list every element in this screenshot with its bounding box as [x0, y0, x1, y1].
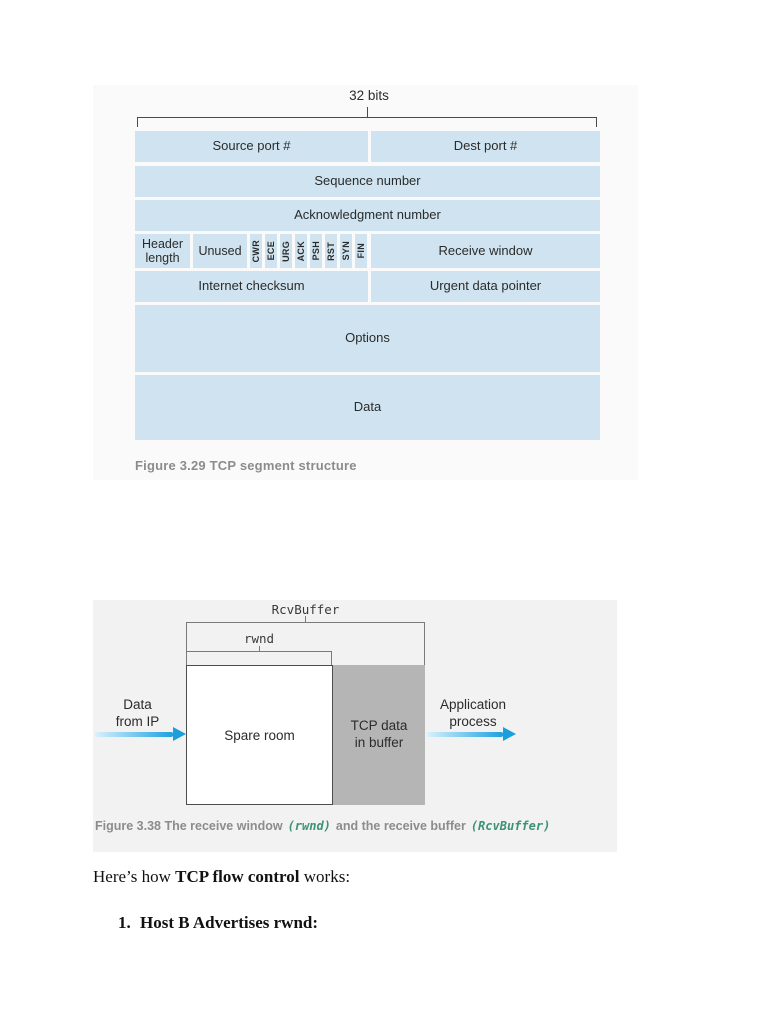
- flag-psh-label: PSH: [311, 241, 321, 261]
- field-header-length: Header length: [135, 234, 190, 268]
- flag-urg-label: URG: [281, 240, 291, 262]
- application-process-arrowhead-icon: [503, 727, 516, 741]
- field-source-port: Source port #: [135, 131, 368, 162]
- application-process-arrow-icon: [427, 732, 503, 737]
- flag-urg: URG: [280, 234, 292, 268]
- flag-ack-label: ACK: [296, 240, 306, 262]
- spare-room-region: Spare room: [186, 665, 333, 805]
- figure-329-caption: Figure 3.29 TCP segment structure: [135, 458, 357, 473]
- flag-ece: ECE: [265, 234, 277, 268]
- flag-syn: SYN: [340, 234, 352, 268]
- caption-code-rcvbuffer: (RcvBuffer): [470, 819, 551, 833]
- caption-text-1: Figure 3.38 The receive window: [95, 819, 283, 833]
- intro-prefix: Here’s how: [93, 867, 176, 886]
- bits-width-label: 32 bits: [349, 88, 389, 103]
- list-item-text: Host B Advertises rwnd:: [140, 913, 319, 932]
- rcvbuffer-label-tick: [305, 616, 306, 622]
- rwnd-label: rwnd: [243, 631, 275, 646]
- field-receive-window: Receive window: [371, 234, 600, 268]
- field-urgent-data-pointer: Urgent data pointer: [371, 271, 600, 302]
- data-from-ip-label: Data from IP: [100, 697, 175, 731]
- flag-ack: ACK: [295, 234, 307, 268]
- flag-fin-label: FIN: [356, 243, 366, 259]
- caption-text-2: and the receive buffer: [335, 819, 466, 833]
- data-from-ip-line1: Data: [123, 697, 152, 712]
- field-unused: Unused: [193, 234, 247, 268]
- flag-fin: FIN: [355, 234, 367, 268]
- intro-bold-term: TCP flow control: [175, 867, 300, 886]
- flag-psh: PSH: [310, 234, 322, 268]
- field-data: Data: [135, 375, 600, 440]
- tcp-data-region: TCP data in buffer: [333, 665, 425, 805]
- field-sequence-number: Sequence number: [135, 166, 600, 197]
- rcvbuffer-label: RcvBuffer: [271, 602, 340, 617]
- flag-cwr-label: CWR: [251, 239, 261, 263]
- data-from-ip-line2: from IP: [115, 713, 160, 729]
- flag-rst: RST: [325, 234, 337, 268]
- intro-suffix: works:: [299, 867, 351, 886]
- field-internet-checksum: Internet checksum: [135, 271, 368, 302]
- application-process-label: Application process: [430, 697, 516, 731]
- field-dest-port: Dest port #: [371, 131, 600, 162]
- flag-rst-label: RST: [326, 241, 336, 261]
- application-process-line2: process: [449, 713, 497, 729]
- figure-338-caption: Figure 3.38 The receive window (rwnd) and …: [95, 819, 615, 833]
- flag-cwr: CWR: [250, 234, 262, 268]
- width-bracket: [137, 117, 597, 127]
- receive-buffer-box: Spare room TCP data in buffer: [186, 665, 425, 805]
- intro-paragraph: Here’s how TCP flow control works:: [93, 867, 693, 887]
- rcvbuffer-bracket: [186, 622, 425, 665]
- numbered-list-item-1: 1. Host B Advertises rwnd:: [118, 913, 718, 933]
- caption-code-rwnd: (rwnd): [287, 819, 331, 833]
- flag-syn-label: SYN: [341, 241, 351, 261]
- data-from-ip-arrowhead-icon: [173, 727, 186, 741]
- rwnd-label-tick: [259, 646, 260, 651]
- application-process-line1: Application: [439, 697, 507, 712]
- field-options: Options: [135, 305, 600, 372]
- data-from-ip-arrow-icon: [95, 732, 173, 737]
- field-acknowledgment-number: Acknowledgment number: [135, 200, 600, 231]
- bits-label-tick: [367, 107, 368, 117]
- rwnd-bracket: [186, 651, 332, 665]
- flag-ece-label: ECE: [266, 241, 276, 261]
- list-item-number: 1.: [118, 913, 131, 932]
- tcp-data-label: TCP data in buffer: [350, 718, 408, 750]
